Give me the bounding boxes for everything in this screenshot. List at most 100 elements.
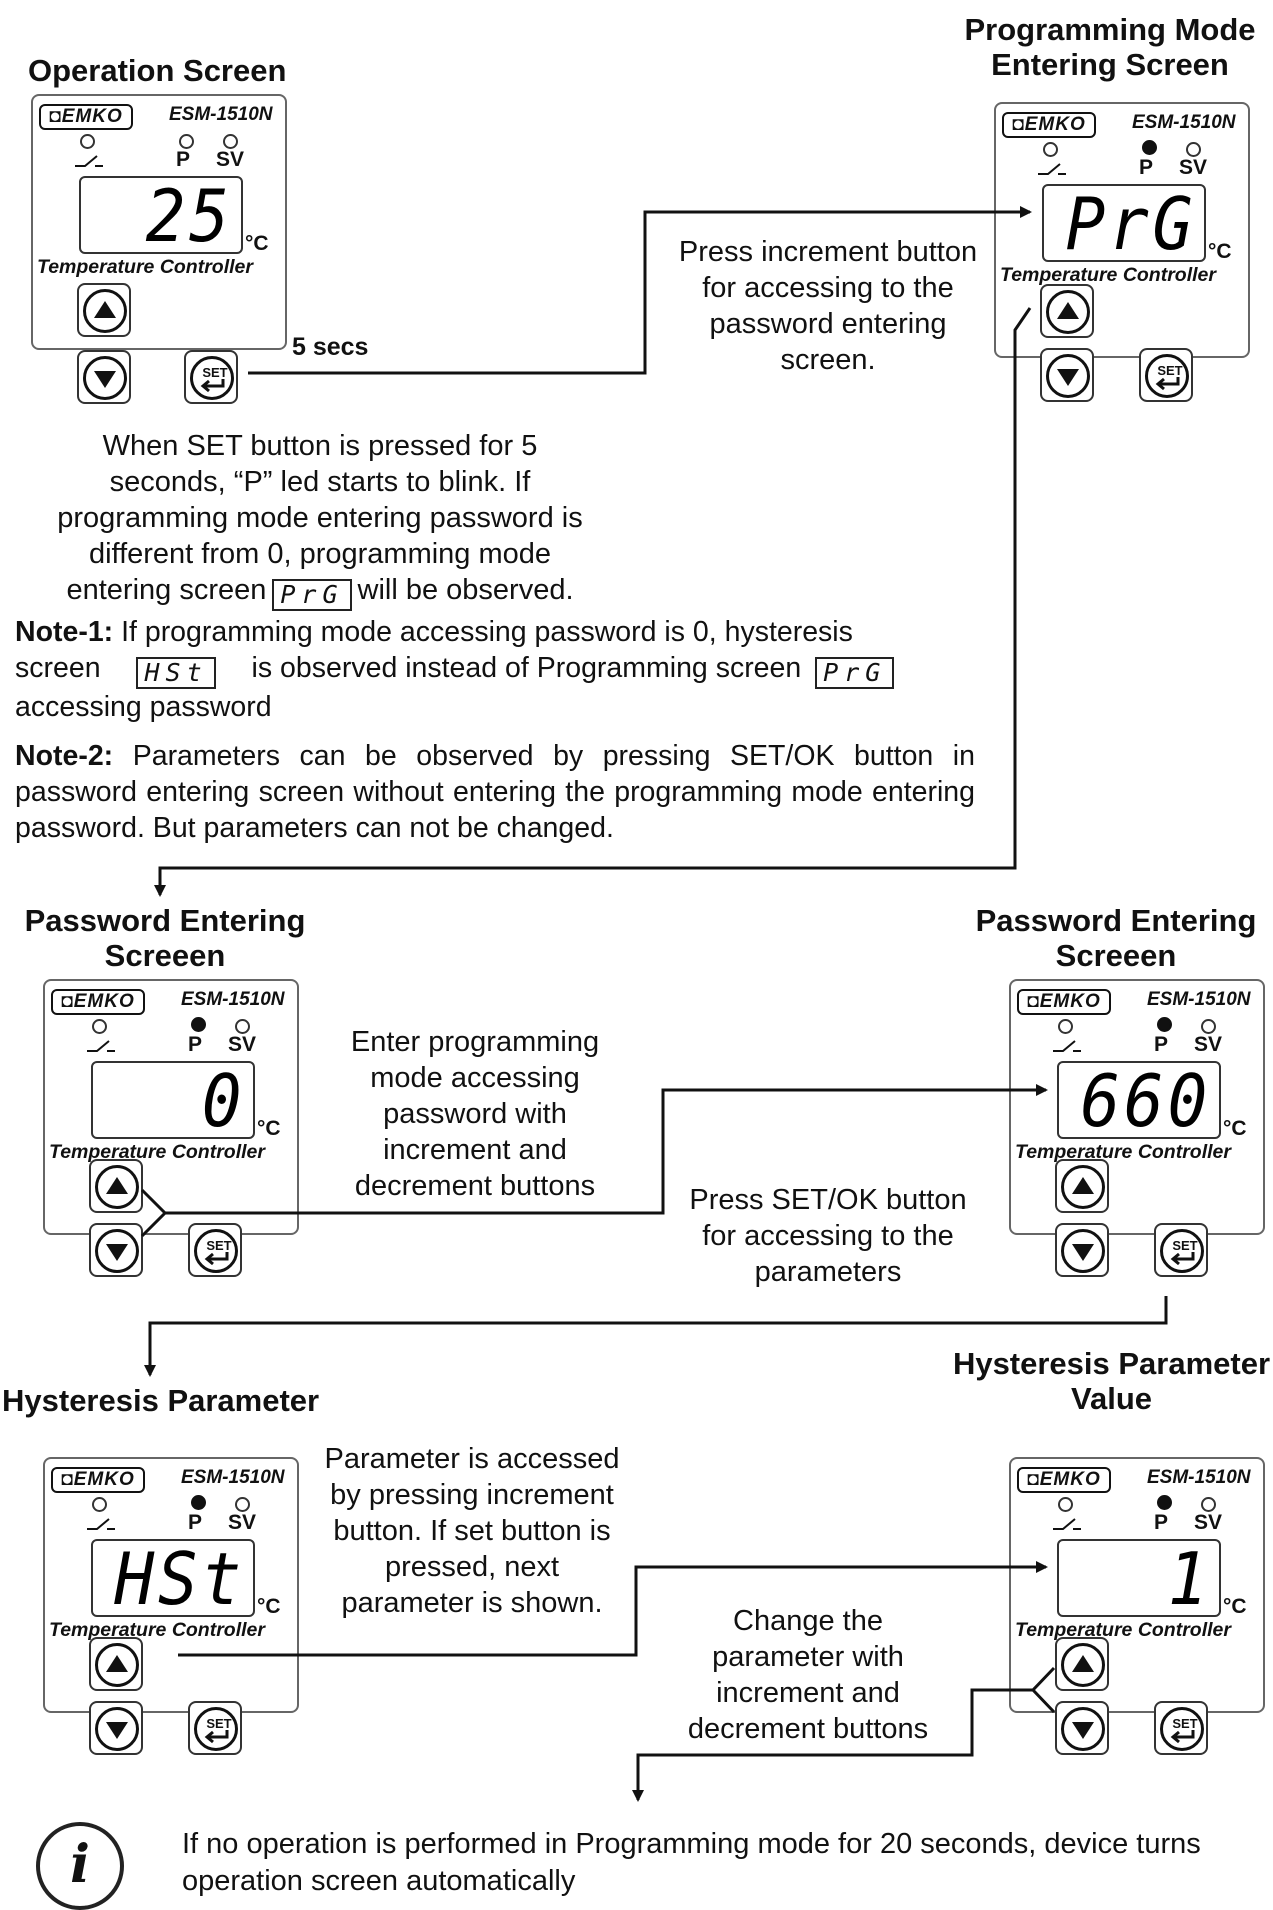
title-programming-mode: Programming Mode Entering Screen	[960, 12, 1260, 82]
device-model: ESM-1510N	[169, 104, 273, 125]
unit-label: °C	[245, 232, 269, 255]
note-1: Note-1: If programming mode accessing pa…	[15, 614, 1015, 725]
sv-label: SV	[228, 1511, 257, 1534]
emko-logo: ◘EMKO	[1017, 989, 1111, 1015]
text-line: by pressing increment	[330, 1479, 614, 1511]
arrow-down-icon	[106, 1722, 128, 1739]
decrement-button[interactable]	[1055, 1701, 1109, 1755]
text-line: decrement buttons	[354, 1170, 596, 1202]
increment-button[interactable]	[89, 1637, 143, 1691]
info-icon: i	[36, 1822, 124, 1910]
set-button[interactable]: SET	[1139, 348, 1193, 402]
arrow-up-icon	[1057, 302, 1079, 319]
unit-label: °C	[257, 1595, 281, 1618]
seven-segment-display: 1	[1057, 1539, 1221, 1617]
set-button[interactable]: SET	[188, 1701, 242, 1755]
display-value: 660	[1080, 1059, 1211, 1143]
decrement-button[interactable]	[1040, 348, 1094, 402]
text-line: for accessing to the	[702, 272, 954, 304]
text-line: Change the	[733, 1605, 883, 1637]
change-param-text: Change the parameter with increment and …	[660, 1603, 956, 1747]
text-line: pressed, next	[384, 1551, 560, 1583]
info-text: If no operation is performed in Programm…	[182, 1826, 1201, 1900]
arrow-up-icon	[106, 1655, 128, 1672]
text-line: increment and	[383, 1134, 567, 1166]
note-1-label: Note-1:	[15, 616, 114, 648]
device-model: ESM-1510N	[1132, 112, 1236, 133]
press-increment-text: Press increment button for accessing to …	[652, 234, 1004, 378]
set-button[interactable]: SET	[1154, 1223, 1208, 1277]
display-value: HSt	[114, 1537, 245, 1621]
decrement-button[interactable]	[89, 1223, 143, 1277]
text-line: password with	[383, 1098, 567, 1130]
seven-segment-display: 25	[79, 176, 243, 254]
display-value: PrG	[1065, 182, 1196, 266]
title-hysteresis: Hysteresis Parameter	[2, 1383, 320, 1418]
increment-button[interactable]	[89, 1159, 143, 1213]
increment-button[interactable]	[1055, 1637, 1109, 1691]
device-model: ESM-1510N	[181, 989, 285, 1010]
set-label: SET	[202, 365, 228, 380]
text-fragment: will be observed.	[357, 574, 574, 606]
sv-label: SV	[1179, 156, 1208, 179]
note-1-accessing: accessing password	[15, 691, 272, 723]
seven-segment-display: PrG	[1042, 184, 1206, 262]
enter-arrow-icon	[200, 379, 225, 393]
unit-label: °C	[1223, 1117, 1247, 1140]
info-line: If no operation is performed in Programm…	[182, 1828, 1201, 1860]
arrow-prg-to-password	[154, 307, 1032, 897]
device-operation: ◘EMKO ESM-1510N P SV 25 °C Temperature C…	[31, 94, 287, 404]
note-1-screen: screen	[15, 652, 101, 684]
relay-led	[1058, 1019, 1073, 1034]
emko-logo: ◘EMKO	[39, 104, 133, 130]
decrement-button[interactable]	[77, 350, 131, 404]
enter-arrow-icon	[204, 1730, 229, 1744]
sv-label: SV	[216, 148, 245, 171]
p-label: P	[1154, 1033, 1169, 1056]
set-label: SET	[206, 1238, 232, 1253]
text-fragment: entering screen	[66, 574, 267, 606]
increment-button[interactable]	[77, 283, 131, 337]
set-button[interactable]: SET	[1154, 1701, 1208, 1755]
display-value: 25	[145, 174, 233, 258]
text-line: Press SET/OK button	[689, 1184, 967, 1216]
decrement-button[interactable]	[1055, 1223, 1109, 1277]
relay-led	[1043, 142, 1058, 157]
increment-button[interactable]	[1040, 284, 1094, 338]
p-led	[179, 134, 194, 149]
set-label: SET	[1172, 1238, 1198, 1253]
decrement-button[interactable]	[89, 1701, 143, 1755]
arrow-up-icon	[106, 1177, 128, 1194]
device-hysteresis: ◘EMKO ESM-1510N P SV HSt °C Temperature …	[43, 1457, 299, 1755]
text-line: When SET button is pressed for 5	[102, 430, 538, 462]
increment-button[interactable]	[1055, 1159, 1109, 1213]
arrow-up-icon	[1072, 1177, 1094, 1194]
note-1-observed: is observed instead of Programming scree…	[251, 652, 802, 684]
arrow-password-entry	[140, 1090, 1046, 1238]
param-accessed-text: Parameter is accessed by pressing increm…	[302, 1441, 642, 1621]
text-line: screen.	[780, 344, 876, 376]
p-led-blinking	[187, 1013, 206, 1032]
text-line: parameter with	[712, 1641, 904, 1673]
p-label: P	[188, 1511, 203, 1534]
inline-prg-display: PrG	[815, 657, 895, 689]
relay-switch-icon	[1053, 1518, 1081, 1530]
text-line: decrement buttons	[687, 1713, 929, 1745]
relay-switch-icon	[1053, 1040, 1081, 1052]
display-value: 1	[1167, 1537, 1211, 1621]
sv-label: SV	[1194, 1033, 1223, 1056]
unit-label: °C	[1208, 240, 1232, 263]
p-label: P	[1154, 1511, 1169, 1534]
seven-segment-display: HSt	[91, 1539, 255, 1617]
unit-label: °C	[257, 1117, 281, 1140]
inline-hst-display: HSt	[136, 657, 216, 689]
sv-led	[1186, 142, 1201, 157]
set-button[interactable]: SET	[184, 350, 238, 404]
device-programming-entry: ◘EMKO ESM-1510N P SV PrG °C Temperature …	[994, 102, 1250, 402]
text-line: mode accessing	[370, 1062, 580, 1094]
arrow-down-icon	[106, 1244, 128, 1261]
enter-arrow-icon	[1155, 377, 1180, 391]
set-button[interactable]: SET	[188, 1223, 242, 1277]
sv-led	[235, 1019, 250, 1034]
